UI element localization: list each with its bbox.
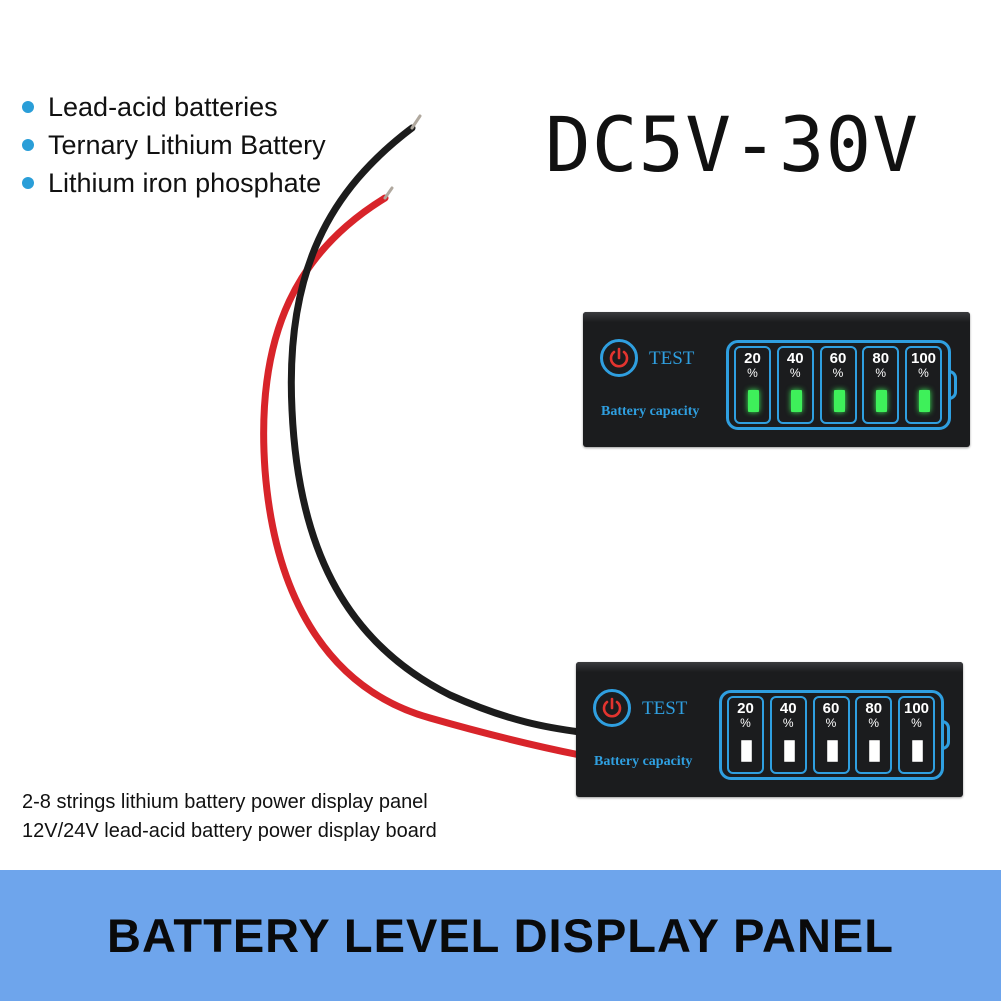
led-indicator <box>826 740 838 762</box>
banner-title: BATTERY LEVEL DISPLAY PANEL <box>107 909 894 962</box>
level-cells: 20 % 40 % 60 % 80 % 100 % <box>727 696 935 774</box>
percent-sign: % <box>747 366 758 380</box>
led-indicator <box>748 390 759 412</box>
feature-item: Lithium iron phosphate <box>22 164 326 202</box>
level-cell-40: 40 % <box>769 696 807 774</box>
level-cell-20: 20 % <box>727 696 764 774</box>
battery-outline <box>726 340 951 430</box>
level-value: 100 <box>910 350 937 367</box>
level-cell-40: 40 % <box>776 346 814 424</box>
level-cell-60: 60 % <box>812 696 850 774</box>
level-cell-80: 80 % <box>855 696 893 774</box>
level-value: 100 <box>903 700 930 717</box>
percent-sign: % <box>832 366 844 380</box>
level-cell-60: 60 % <box>819 346 857 424</box>
red-wire <box>260 194 584 759</box>
battery-panel-lit: TEST Battery capacity 20 % 40 % 60 % 80 … <box>583 312 970 447</box>
title-banner: BATTERY LEVEL DISPLAY PANEL <box>0 870 1001 1001</box>
level-value: 40 <box>779 700 797 717</box>
power-icon <box>600 339 638 377</box>
bullet-icon <box>22 177 34 189</box>
feature-label: Lithium iron phosphate <box>48 168 322 198</box>
led-indicator <box>919 390 930 412</box>
level-value: 40 <box>786 350 804 367</box>
percent-sign: % <box>918 366 929 380</box>
panel-bevel <box>583 312 970 322</box>
percent-sign: % <box>875 366 887 380</box>
led-indicator <box>833 390 845 412</box>
percent-sign: % <box>740 716 751 730</box>
feature-label: Lead-acid batteries <box>48 92 278 122</box>
bullet-icon <box>22 101 34 113</box>
feature-item: Ternary Lithium Battery <box>22 126 326 164</box>
black-wire-tip <box>410 114 422 130</box>
led-indicator <box>790 390 802 412</box>
bullet-icon <box>22 139 34 151</box>
panel-bevel <box>576 662 963 672</box>
level-cells: 20 % 40 % 60 % 80 % 100 % <box>734 346 942 424</box>
red-wire-tip <box>383 186 394 200</box>
level-value: 80 <box>872 350 890 367</box>
black-wire <box>287 124 584 736</box>
level-cell-100: 100 % <box>898 696 935 774</box>
led-indicator <box>912 740 923 762</box>
battery-outline <box>719 690 944 780</box>
feature-label: Ternary Lithium Battery <box>48 130 326 160</box>
level-value: 80 <box>865 700 883 717</box>
level-value: 20 <box>744 350 761 367</box>
description-block: 2-8 strings lithium battery power displa… <box>22 788 437 846</box>
level-value: 60 <box>829 350 847 367</box>
led-indicator <box>741 740 752 762</box>
percent-sign: % <box>782 716 794 730</box>
battery-panel-unlit: TEST Battery capacity 20 % 40 % 60 % 80 … <box>576 662 963 797</box>
test-label: TEST <box>642 698 688 719</box>
description-line: 2-8 strings lithium battery power displa… <box>22 791 428 813</box>
led-indicator <box>783 740 795 762</box>
percent-sign: % <box>911 716 922 730</box>
led-indicator <box>876 390 888 412</box>
percent-sign: % <box>825 716 837 730</box>
power-icon <box>593 689 631 727</box>
feature-list: Lead-acid batteries Ternary Lithium Batt… <box>22 88 326 202</box>
test-label: TEST <box>649 348 695 369</box>
battery-terminal <box>949 370 957 400</box>
level-cell-80: 80 % <box>862 346 900 424</box>
feature-item: Lead-acid batteries <box>22 88 326 126</box>
capacity-label: Battery capacity <box>601 404 700 419</box>
level-cell-20: 20 % <box>734 346 771 424</box>
percent-sign: % <box>868 716 880 730</box>
voltage-range-heading: DC5V-30V <box>545 100 920 189</box>
capacity-label: Battery capacity <box>594 754 693 769</box>
percent-sign: % <box>789 366 801 380</box>
battery-terminal <box>942 720 950 750</box>
led-indicator <box>869 740 881 762</box>
level-value: 20 <box>737 700 754 717</box>
level-value: 60 <box>822 700 840 717</box>
description-line: 12V/24V lead-acid battery power display … <box>22 820 437 842</box>
level-cell-100: 100 % <box>905 346 942 424</box>
